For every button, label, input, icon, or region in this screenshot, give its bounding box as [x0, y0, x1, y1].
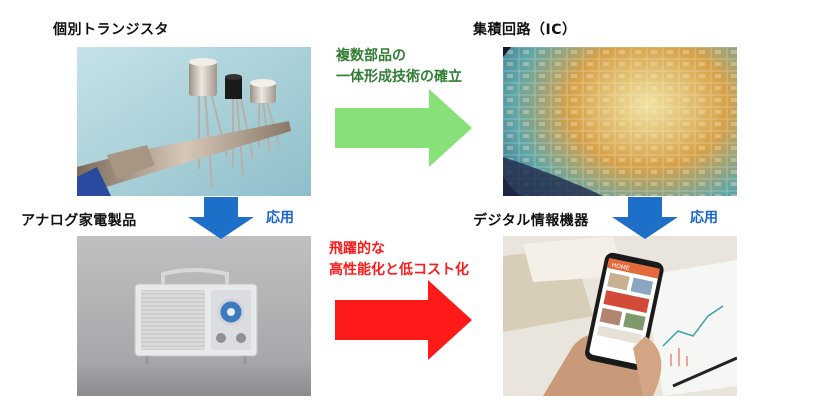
- integration-annotation: 複数部品の 一体形成技術の確立: [336, 46, 462, 88]
- integration-annotation-line1: 複数部品の: [336, 48, 406, 64]
- phone-header-text: HOME: [611, 262, 630, 273]
- blue-down-arrow-left: [188, 197, 254, 239]
- radio-photo: [77, 236, 311, 396]
- apply-label-left: 応用: [266, 210, 294, 226]
- blue-down-arrow-right: [612, 197, 678, 239]
- transistor-label: 個別トランジスタ: [53, 22, 169, 38]
- ic-wafer-photo: [503, 47, 737, 196]
- digital-device-label: デジタル情報機器: [473, 213, 589, 229]
- smartphone-photo: HOME: [503, 236, 737, 396]
- radio-label: アナログ家電製品: [21, 213, 137, 229]
- ic-label: 集積回路（IC）: [473, 22, 577, 38]
- transistor-photo: [77, 47, 311, 196]
- apply-label-right: 応用: [690, 210, 718, 226]
- green-right-arrow: [335, 89, 472, 167]
- performance-annotation-line1: 飛躍的な: [329, 241, 385, 257]
- red-right-arrow: [335, 280, 472, 360]
- integration-annotation-line2: 一体形成技術の確立: [336, 69, 462, 85]
- performance-annotation-line2: 高性能化と低コスト化: [329, 262, 469, 278]
- performance-annotation: 飛躍的な 高性能化と低コスト化: [329, 239, 469, 281]
